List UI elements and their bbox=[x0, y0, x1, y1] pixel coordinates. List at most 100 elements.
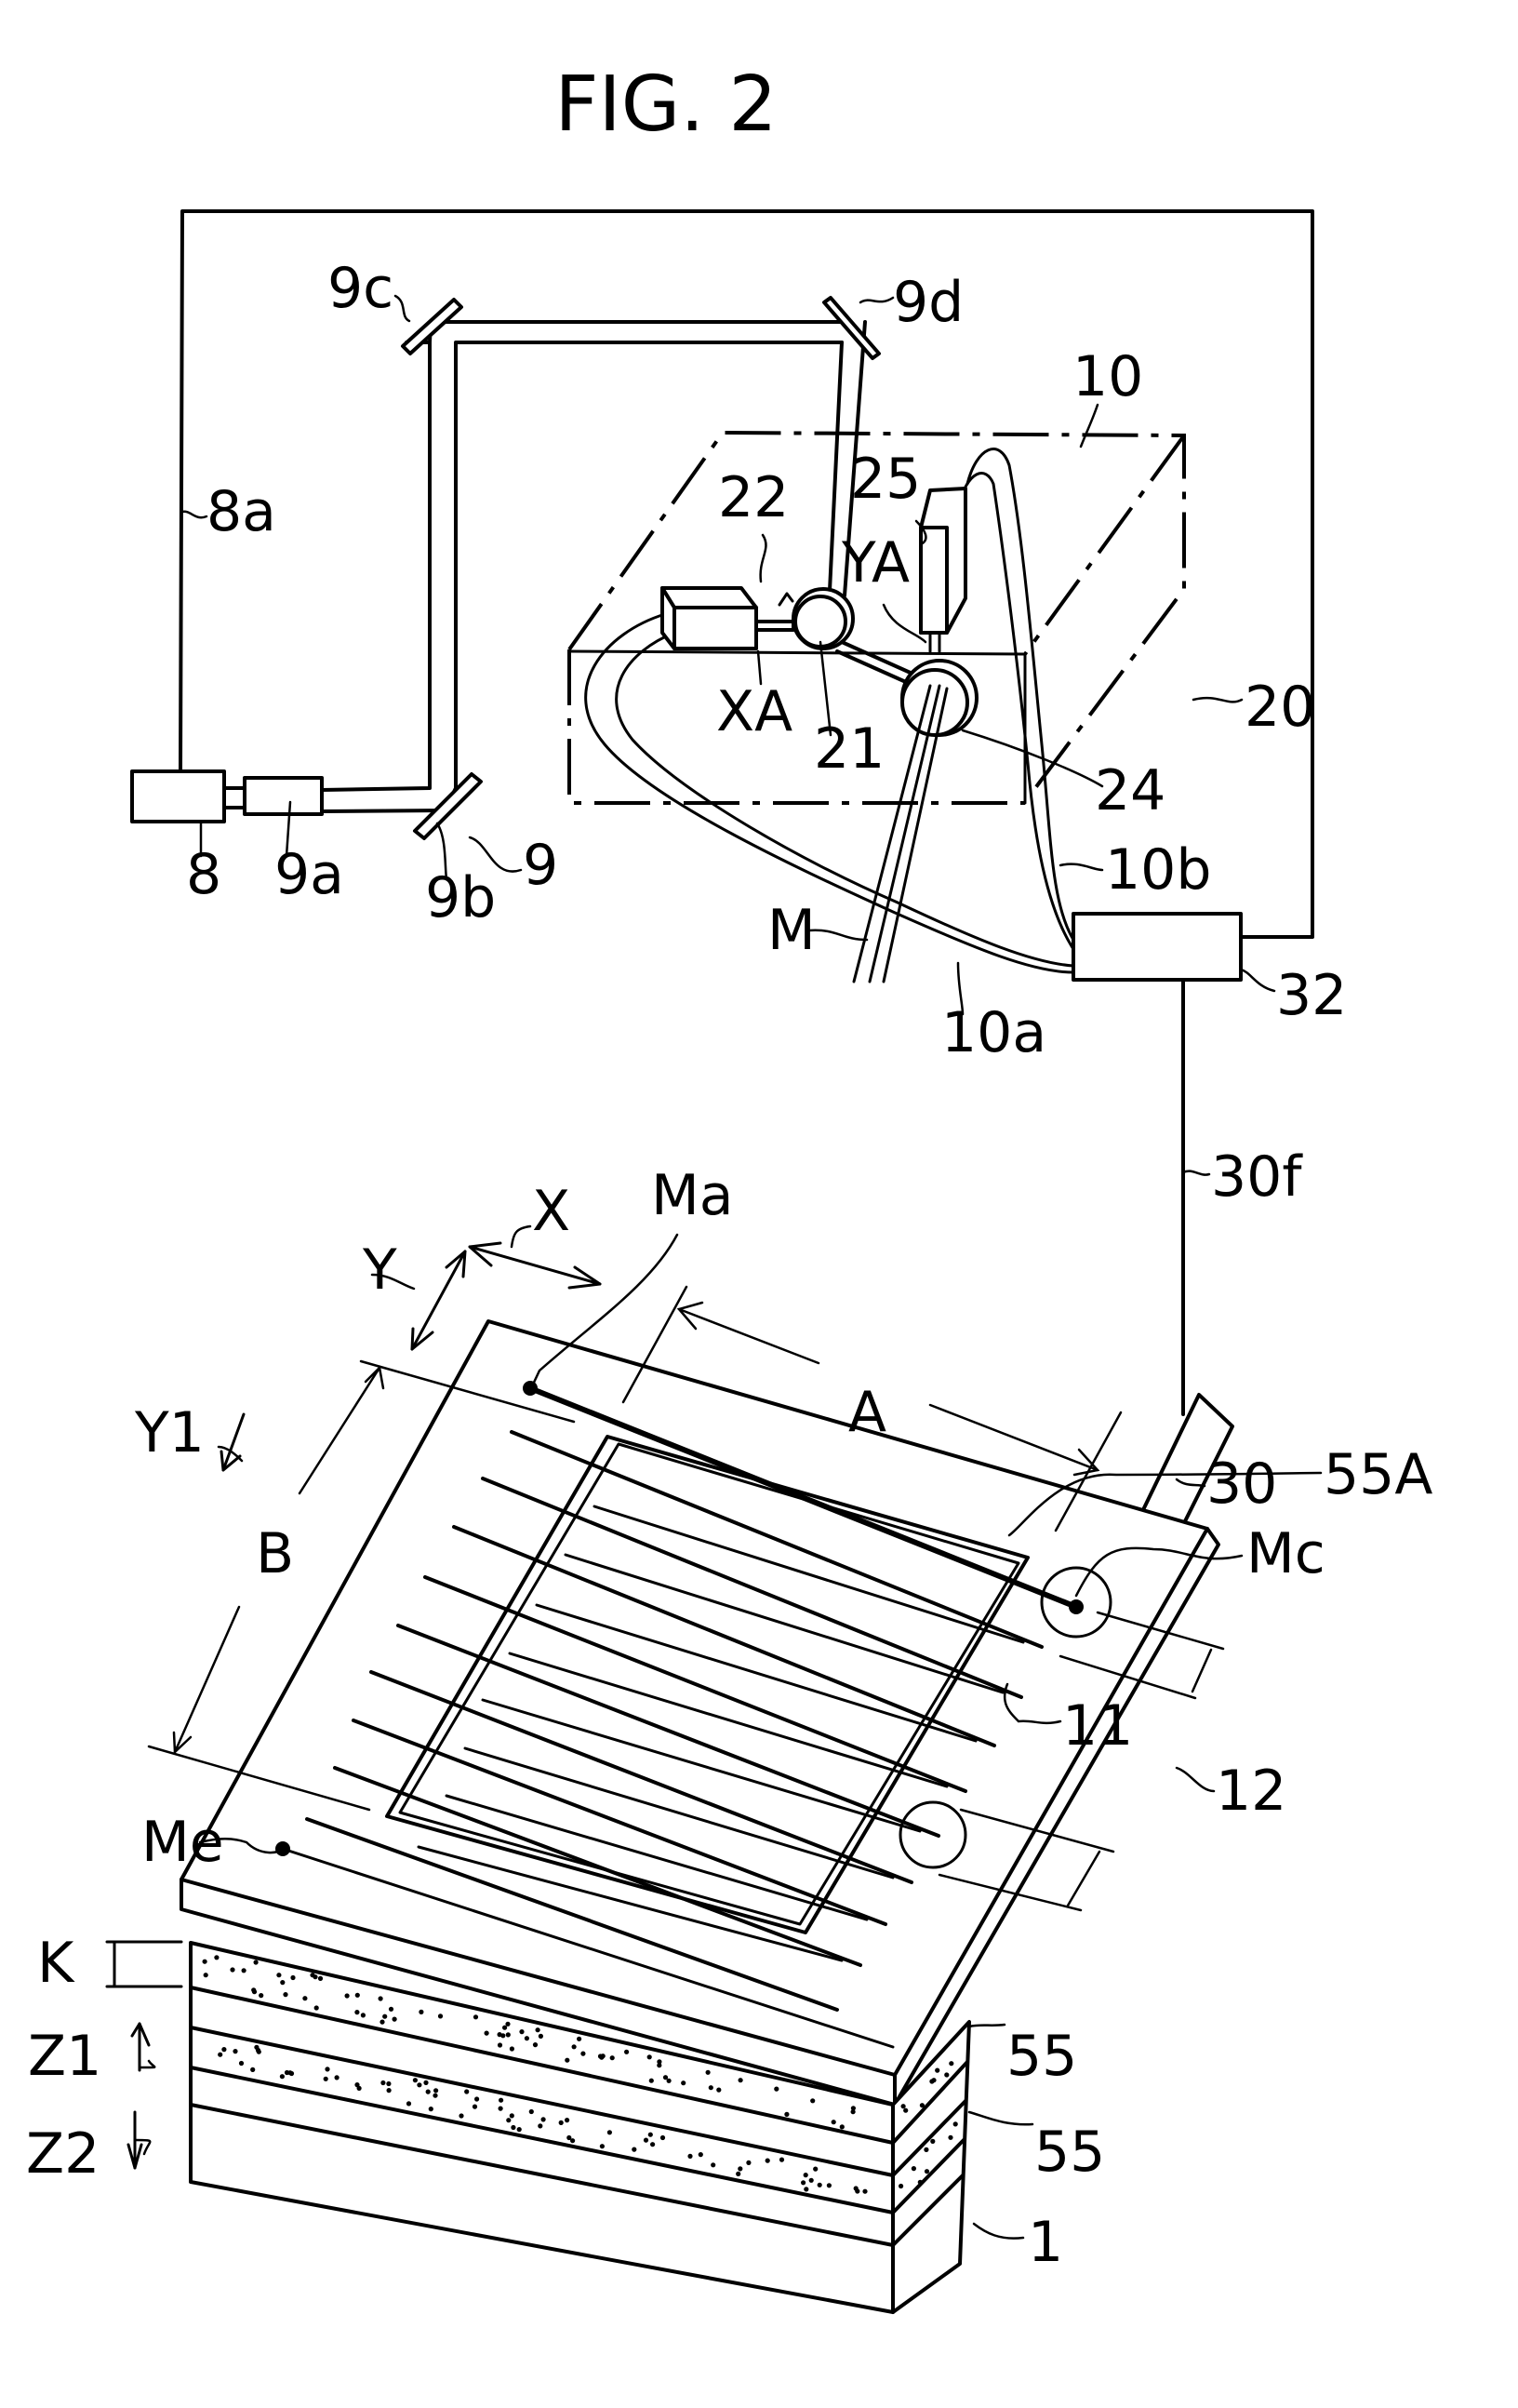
label-32: 32 bbox=[1276, 963, 1347, 1028]
label-ya: YA bbox=[841, 530, 910, 595]
stipple-dot bbox=[413, 2078, 418, 2082]
stipple-dot bbox=[498, 2032, 502, 2037]
stipple-dot bbox=[510, 2113, 514, 2118]
stipple-dot bbox=[862, 2189, 867, 2194]
stipple-dot bbox=[242, 1968, 246, 1973]
label-a: A bbox=[848, 1380, 886, 1445]
stipple-dot bbox=[779, 2158, 784, 2162]
stipple-dot bbox=[511, 2125, 515, 2130]
stipple-dot bbox=[644, 2138, 648, 2143]
stipple-dot bbox=[221, 2047, 226, 2052]
stipple-dot bbox=[681, 2080, 686, 2085]
stipple-dot bbox=[324, 2077, 328, 2081]
stipple-dot bbox=[912, 2166, 916, 2171]
stipple-dot bbox=[577, 2037, 581, 2041]
label-55-upper: 55 bbox=[1006, 2024, 1077, 2089]
stipple-dot bbox=[746, 2161, 751, 2165]
stipple-dot bbox=[709, 2085, 713, 2090]
label-9c: 9c bbox=[327, 256, 393, 321]
stipple-dot bbox=[855, 2188, 859, 2193]
stipple-dot bbox=[533, 2042, 538, 2047]
label-24: 24 bbox=[1095, 758, 1165, 823]
stipple-dot bbox=[565, 2058, 569, 2063]
stipple-dot bbox=[419, 2010, 423, 2014]
stipple-dot bbox=[944, 2072, 949, 2077]
stipple-dot bbox=[498, 2042, 502, 2047]
stipple-dot bbox=[929, 2079, 934, 2083]
stipple-dot bbox=[393, 2017, 397, 2022]
label-12: 12 bbox=[1216, 1759, 1286, 1824]
stipple-dot bbox=[280, 1980, 285, 1985]
stipple-dot bbox=[474, 2096, 479, 2101]
label-me: Me bbox=[141, 1810, 224, 1875]
stipple-dot bbox=[257, 2050, 261, 2054]
stipple-dot bbox=[429, 2107, 433, 2111]
stipple-dot bbox=[318, 1976, 323, 1981]
stipple-dot bbox=[935, 2068, 939, 2073]
stipple-dot bbox=[739, 2078, 743, 2082]
mirror-9c bbox=[403, 300, 461, 354]
label-25: 25 bbox=[850, 447, 921, 512]
stipple-dot bbox=[706, 2070, 711, 2075]
stipple-dot bbox=[252, 1989, 257, 1994]
stipple-dot bbox=[406, 2101, 411, 2106]
stipple-dot bbox=[386, 2081, 391, 2086]
stipple-dot bbox=[310, 1973, 314, 1977]
stipple-dot bbox=[624, 2050, 629, 2054]
stipple-dot bbox=[649, 2079, 654, 2083]
stipple-dot bbox=[657, 2063, 661, 2067]
stipple-dot bbox=[738, 2166, 742, 2171]
label-55a: 55A bbox=[1324, 1442, 1432, 1507]
z-arrows bbox=[128, 2024, 149, 2168]
stipple-dot bbox=[218, 2053, 222, 2057]
stipple-dot bbox=[335, 2075, 340, 2080]
stipple-dot bbox=[287, 2070, 292, 2075]
stipple-dot bbox=[924, 2147, 928, 2152]
stipple-dot bbox=[502, 2026, 507, 2030]
beam-expander-box bbox=[245, 778, 322, 814]
stipple-dot bbox=[426, 2090, 431, 2094]
stipple-dot bbox=[953, 2121, 958, 2126]
stipple-dot bbox=[499, 2098, 503, 2103]
stipple-dot bbox=[809, 2178, 814, 2183]
stipple-dot bbox=[290, 1975, 295, 1980]
label-9d: 9d bbox=[893, 270, 964, 335]
stipple-dot bbox=[230, 1967, 234, 1972]
stipple-dot bbox=[572, 2044, 577, 2049]
stipple-dot bbox=[510, 2046, 514, 2051]
stipple-dot bbox=[827, 2183, 832, 2187]
stipple-dot bbox=[660, 2135, 665, 2140]
stipple-dot bbox=[804, 2173, 808, 2177]
stipple-dot bbox=[818, 2183, 822, 2187]
stipple-dot bbox=[355, 1993, 360, 1998]
stipple-dot bbox=[379, 1996, 383, 2000]
stipple-dot bbox=[433, 2094, 437, 2098]
stipple-dot bbox=[525, 2036, 529, 2040]
stipple-dot bbox=[423, 2080, 428, 2085]
stipple-dot bbox=[810, 2098, 815, 2103]
stipple-dot bbox=[382, 2014, 387, 2019]
label-22: 22 bbox=[718, 465, 789, 530]
stipple-dot bbox=[899, 2184, 903, 2188]
label-z1: Z1 bbox=[28, 2024, 101, 2089]
label-xa: XA bbox=[716, 679, 792, 744]
stipple-dot bbox=[517, 2127, 522, 2132]
stipple-dot bbox=[784, 2112, 789, 2117]
stipple-dot bbox=[276, 1973, 281, 1977]
dimension-k bbox=[107, 1942, 181, 1987]
stipple-dot bbox=[380, 2020, 384, 2025]
label-mc: Mc bbox=[1246, 1521, 1325, 1586]
stipple-dot bbox=[599, 2055, 604, 2060]
fiber-10a bbox=[586, 614, 1073, 972]
stipple-dot bbox=[699, 2152, 703, 2157]
label-30: 30 bbox=[1206, 1451, 1277, 1517]
stipple-dot bbox=[473, 2014, 478, 2019]
mirror-9b bbox=[415, 774, 481, 838]
stipple-dot bbox=[536, 2027, 540, 2032]
stipple-dot bbox=[687, 2154, 692, 2159]
label-11: 11 bbox=[1062, 1693, 1133, 1759]
label-21: 21 bbox=[814, 716, 885, 782]
label-1: 1 bbox=[1028, 2210, 1063, 2275]
